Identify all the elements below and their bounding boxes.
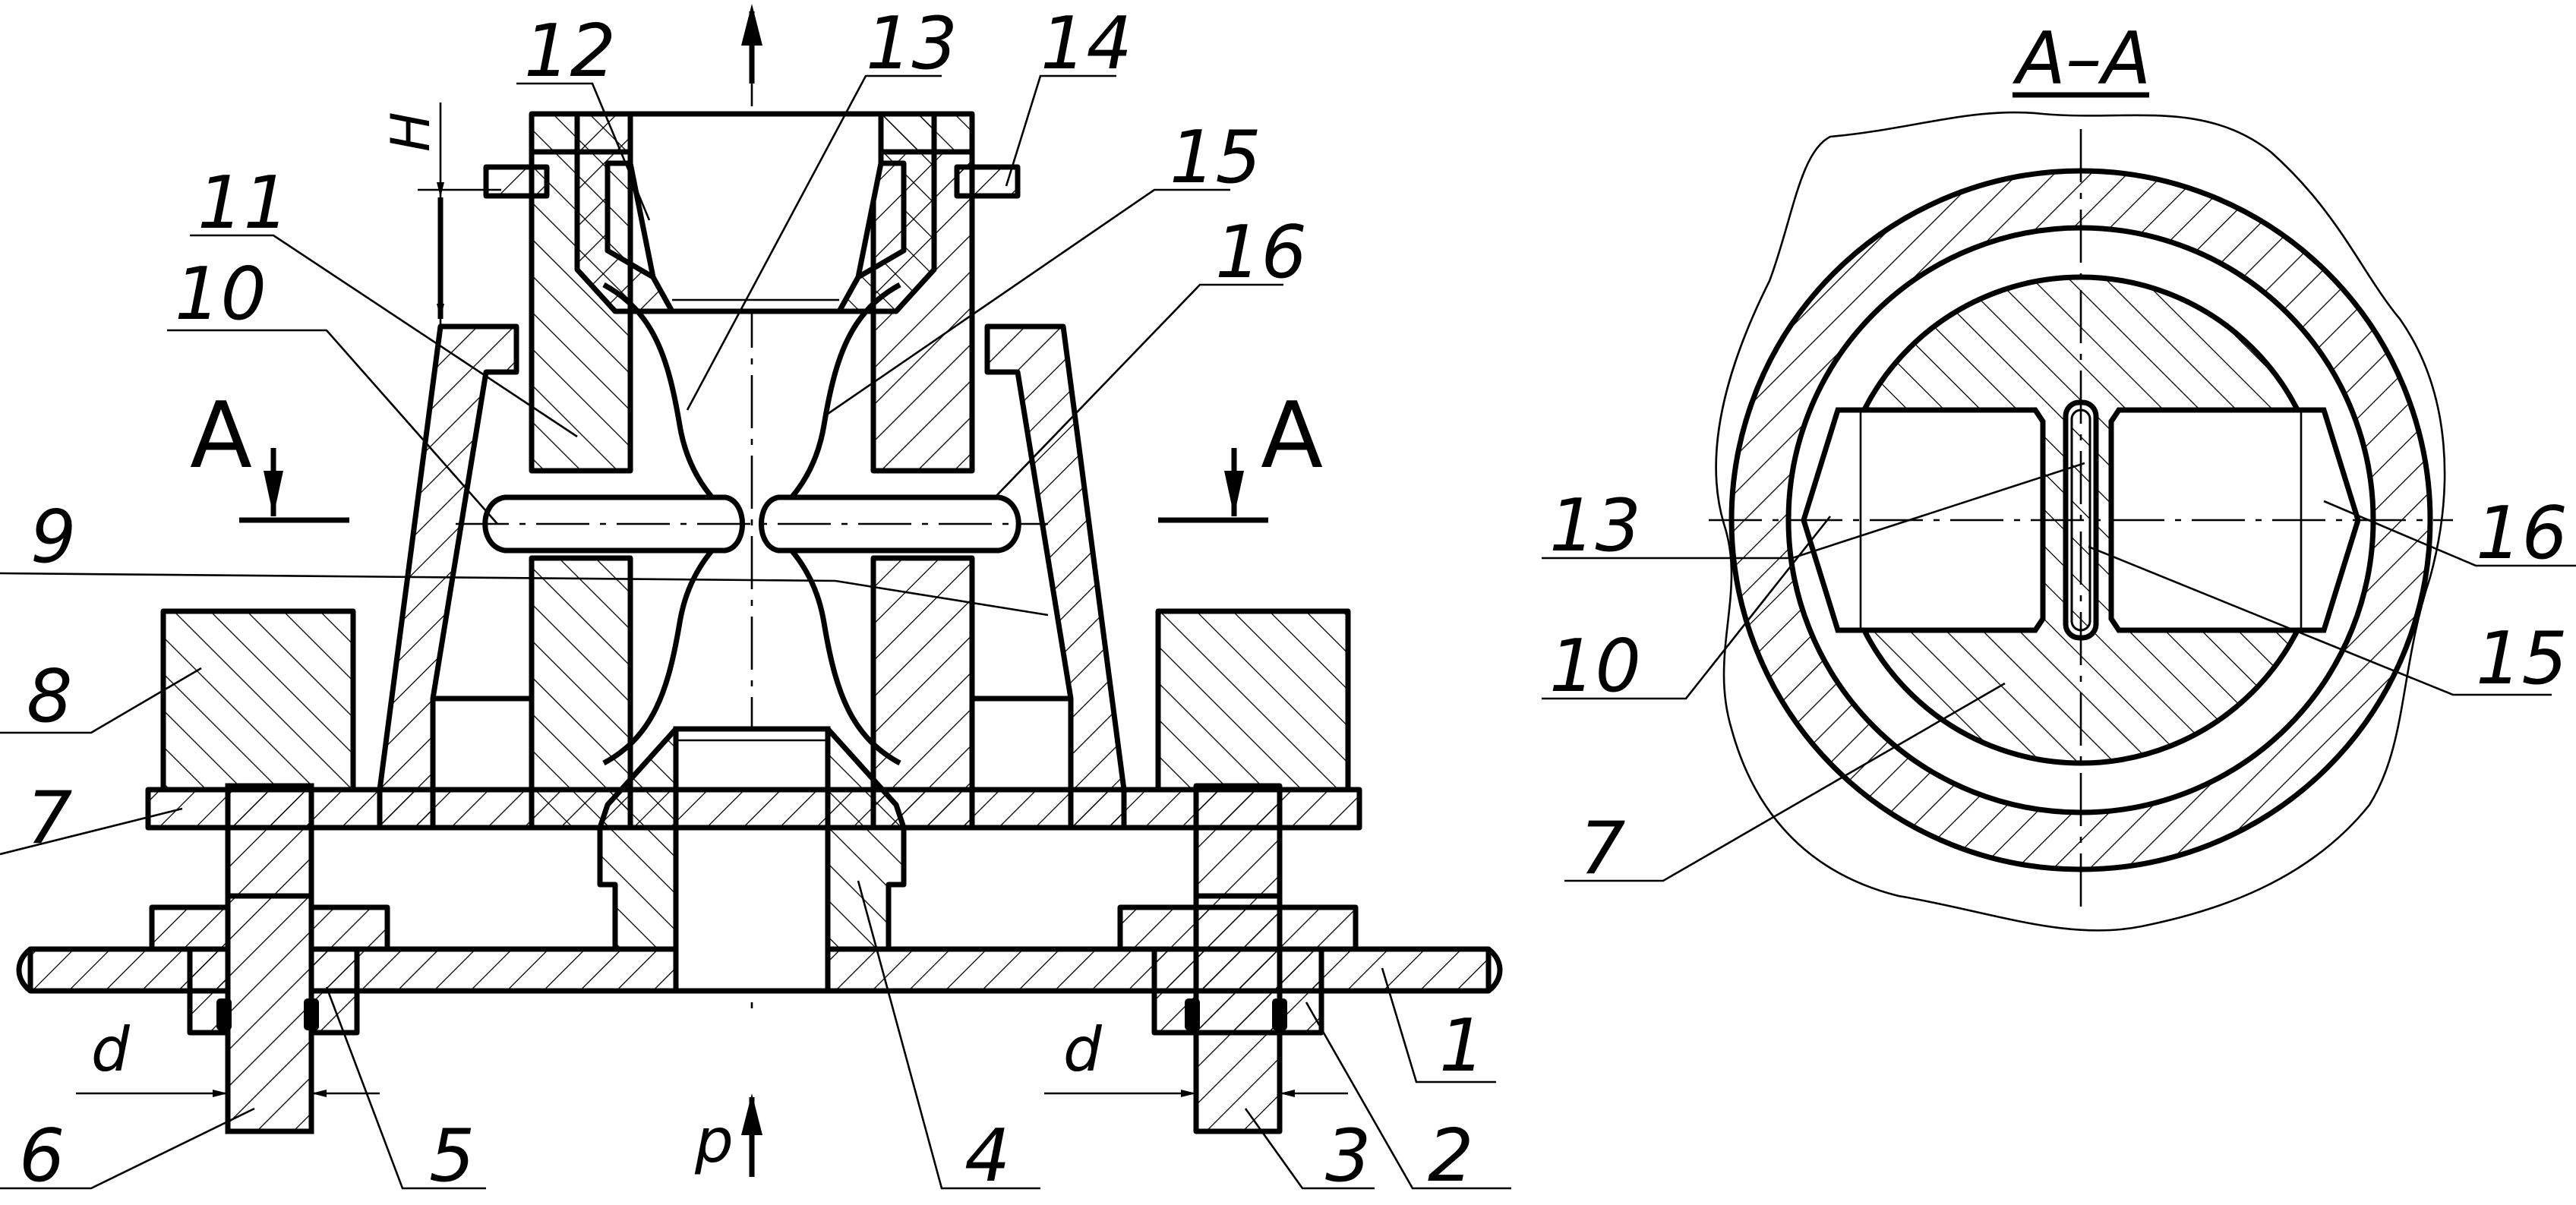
dimension-d-right-label: d	[1063, 1014, 1103, 1085]
callout-16: 16	[1215, 211, 1307, 295]
section-callout-7: 7	[1580, 807, 1625, 891]
left-sleeve	[149, 783, 390, 1134]
pin-left	[482, 494, 745, 554]
dimension-h-label: H	[380, 112, 442, 152]
block-8-right	[1155, 608, 1351, 793]
plate-7	[145, 787, 1362, 831]
section-callout-10: 10	[1549, 625, 1641, 708]
callout-9: 9	[30, 496, 76, 579]
callouts: 1 2 3 4 5 6 7 8 9 10 11 12 13 14 15 16 1…	[19, 2, 2568, 1198]
section-callout-16: 16	[2476, 492, 2568, 576]
section-callout-13: 13	[1549, 484, 1641, 568]
upper-head	[483, 111, 1021, 314]
callout-1: 1	[1439, 1005, 1485, 1088]
section-leader-lines	[1542, 462, 2576, 882]
callout-10: 10	[175, 253, 267, 336]
callout-4: 4	[964, 1115, 1010, 1198]
dimension-d-left-label: d	[91, 1014, 131, 1085]
section-marker-left	[239, 448, 349, 523]
callout-11: 11	[197, 162, 289, 245]
callout-12: 12	[524, 10, 616, 93]
section-arrow-label-right: А	[1261, 383, 1323, 489]
up-arrow-icon	[741, 4, 762, 84]
callout-15: 15	[1170, 116, 1261, 200]
section-break-outline	[1715, 111, 2446, 932]
dimension-h	[418, 103, 501, 326]
callout-3: 3	[1325, 1115, 1371, 1198]
callout-8: 8	[27, 655, 72, 739]
leader-lines	[0, 74, 1511, 1190]
main-view	[0, 4, 1511, 1190]
block-8-left	[160, 608, 356, 793]
pressure-arrow-icon	[741, 1093, 762, 1177]
section-pin-left	[1801, 407, 2046, 633]
section-title: А–А	[2012, 17, 2151, 101]
section-marker-right	[1158, 448, 1268, 523]
callout-6: 6	[19, 1115, 65, 1198]
callout-14: 14	[1040, 2, 1132, 86]
right-sleeve	[1117, 783, 1359, 1134]
callout-13: 13	[866, 2, 958, 86]
punch-right	[870, 149, 975, 831]
callout-5: 5	[429, 1115, 475, 1198]
section-callout-15: 15	[2476, 617, 2568, 701]
lower-stem	[597, 726, 907, 994]
section-arrow-label-left: А	[190, 383, 252, 489]
callout-2: 2	[1428, 1115, 1473, 1198]
section-view	[1542, 92, 2576, 932]
callout-7: 7	[27, 777, 72, 860]
pressure-label: p	[694, 1106, 734, 1176]
